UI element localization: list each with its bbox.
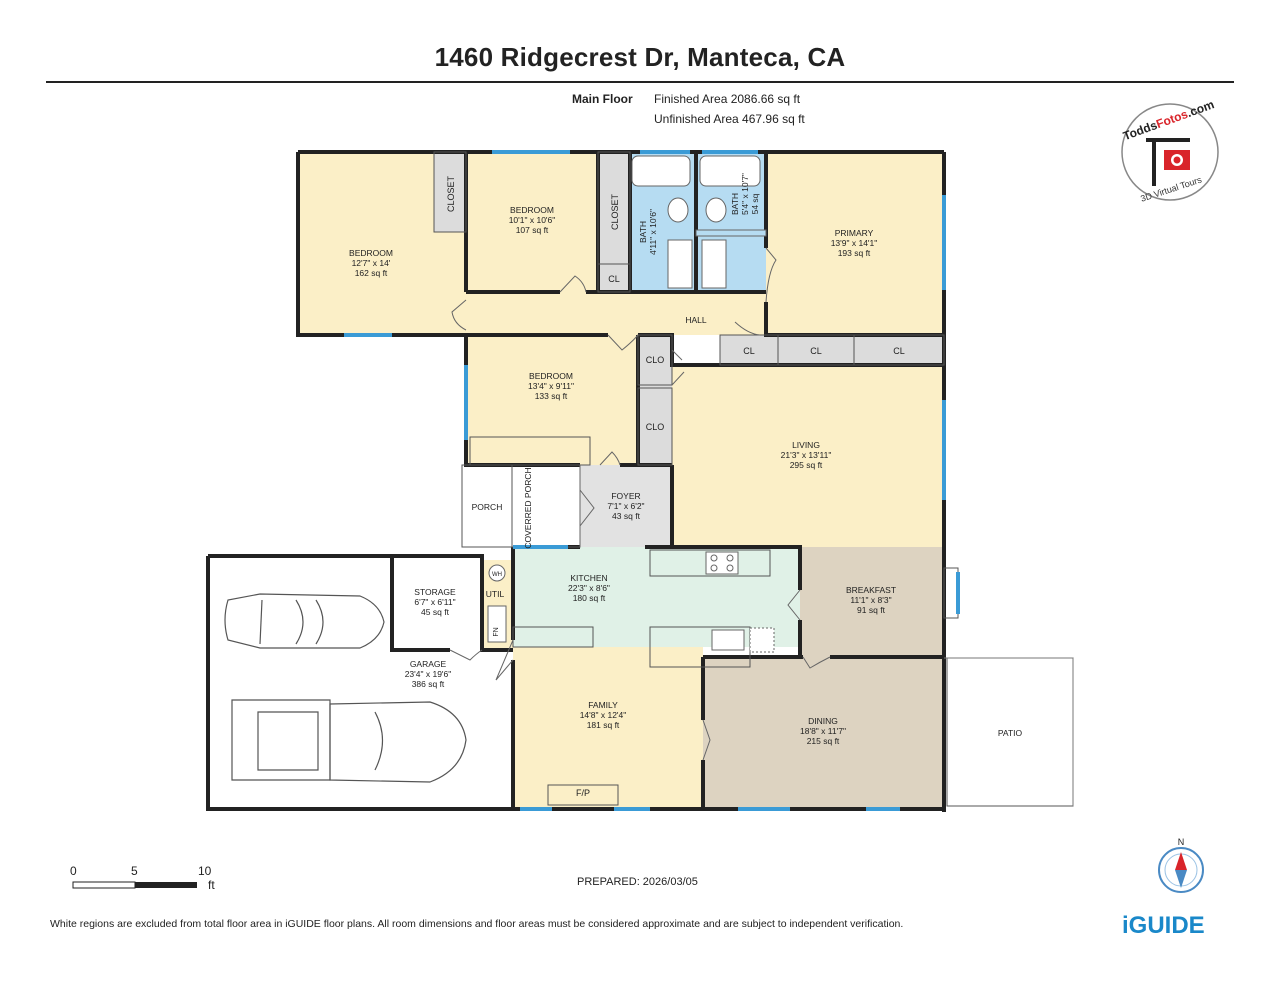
scale-bar bbox=[72, 881, 197, 889]
bedroom2-dims: 10'1" x 10'6" bbox=[509, 215, 556, 225]
living-name: LIVING bbox=[792, 440, 820, 450]
bedroom1-dims: 12'7" x 14' bbox=[352, 258, 391, 268]
clo-label-1: CLO bbox=[646, 355, 665, 365]
closet2-fill bbox=[598, 152, 630, 264]
finished-area: Finished Area 2086.66 sq ft bbox=[654, 92, 801, 106]
foyer-name: FOYER bbox=[611, 491, 640, 501]
clo-fill bbox=[638, 335, 672, 465]
bath2-area: 54 sq bbox=[750, 193, 760, 214]
scale-unit: ft bbox=[208, 878, 215, 892]
kitchen-dims: 22'3" x 8'6" bbox=[568, 583, 610, 593]
foyer-fill bbox=[580, 465, 672, 547]
bath2-dims: 5'4" x 10'7" bbox=[740, 173, 750, 215]
prepared-date: PREPARED: 2026/03/05 bbox=[577, 876, 698, 888]
dining-name: DINING bbox=[808, 716, 838, 726]
primary-fill bbox=[766, 152, 944, 335]
bedroom3-dims: 13'4" x 9'11" bbox=[528, 381, 574, 391]
dining-dims: 18'8" x 11'7" bbox=[800, 726, 846, 736]
room-fills bbox=[298, 152, 944, 809]
iguide-logo: iGUIDE bbox=[1122, 912, 1205, 939]
closet-labels: CLOSET CLOSET CL CL CL CL CLO CLO F/P WH… bbox=[446, 175, 905, 798]
scale-tick-5: 5 bbox=[131, 864, 138, 878]
room-labels: BEDROOM 12'7" x 14' 162 sq ft BEDROOM 10… bbox=[349, 173, 1022, 746]
bath1-name: BATH bbox=[638, 221, 648, 243]
patio-name: PATIO bbox=[998, 728, 1023, 738]
north-label: N bbox=[1178, 837, 1185, 847]
bath2-name: BATH bbox=[730, 193, 740, 215]
hall-name: HALL bbox=[685, 315, 707, 325]
north-compass: N bbox=[1158, 837, 1204, 893]
bedroom3-area: 133 sq ft bbox=[535, 391, 568, 401]
breakfast-dims: 11'1" x 8'3" bbox=[850, 595, 891, 605]
living-fill bbox=[672, 365, 944, 547]
storage-area: 45 sq ft bbox=[421, 607, 450, 617]
brand-badge: ToddsFotos.com 3D Virtual Tours bbox=[1121, 97, 1219, 204]
bedroom2-name: BEDROOM bbox=[510, 205, 554, 215]
bedroom1-area: 162 sq ft bbox=[355, 268, 388, 278]
cl-label-1: CL bbox=[608, 274, 620, 284]
floor-label: Main Floor bbox=[572, 92, 633, 106]
cl-label-2: CL bbox=[743, 346, 755, 356]
storage-dims: 6'7" x 6'11" bbox=[414, 597, 455, 607]
kitchen-fixtures bbox=[705, 551, 775, 653]
bath1-dims: 4'11" x 10'6" bbox=[648, 209, 658, 255]
foyer-area: 43 sq ft bbox=[612, 511, 641, 521]
primary-closets-fill bbox=[720, 335, 944, 365]
scale-tick-10: 10 bbox=[198, 864, 212, 878]
windows bbox=[344, 150, 960, 811]
door-swings bbox=[449, 247, 831, 761]
dining-area: 215 sq ft bbox=[807, 736, 840, 746]
living-area: 295 sq ft bbox=[790, 460, 823, 470]
kitchen-name: KITCHEN bbox=[570, 573, 607, 583]
storage-name: STORAGE bbox=[414, 587, 456, 597]
breakfast-area: 91 sq ft bbox=[857, 605, 886, 615]
bedroom3-fill bbox=[466, 335, 638, 465]
disclaimer: White regions are excluded from total fl… bbox=[50, 918, 904, 930]
unfinished-area: Unfinished Area 467.96 sq ft bbox=[654, 112, 805, 126]
dining-fill bbox=[703, 657, 944, 809]
scale-tick-0: 0 bbox=[70, 864, 77, 878]
utility-fixtures bbox=[487, 564, 507, 643]
primary-area: 193 sq ft bbox=[838, 248, 871, 258]
fireplace-label: F/P bbox=[576, 788, 590, 798]
family-area: 181 sq ft bbox=[587, 720, 620, 730]
cl-label-4: CL bbox=[893, 346, 905, 356]
bath-fixtures bbox=[631, 155, 767, 289]
garage-name: GARAGE bbox=[410, 659, 447, 669]
cl-label-3: CL bbox=[810, 346, 822, 356]
family-name: FAMILY bbox=[588, 700, 618, 710]
page-title: 1460 Ridgecrest Dr, Manteca, CA bbox=[434, 42, 846, 72]
living-dims: 21'3" x 13'11" bbox=[781, 450, 832, 460]
covered-porch-name: COVERRED PORCH bbox=[523, 467, 533, 548]
kitchen-area: 180 sq ft bbox=[573, 593, 606, 603]
water-heater-label: WH bbox=[492, 572, 502, 578]
porch-name: PORCH bbox=[472, 502, 503, 512]
title-divider bbox=[46, 81, 1234, 83]
family-fill bbox=[513, 647, 703, 809]
clo-label-2: CLO bbox=[646, 422, 665, 432]
bedroom3-name: BEDROOM bbox=[529, 371, 573, 381]
breakfast-fill bbox=[800, 547, 944, 657]
patio-outline bbox=[944, 657, 1074, 806]
garage-cars bbox=[224, 593, 467, 783]
bedroom2-area: 107 sq ft bbox=[516, 225, 549, 235]
hall-fill bbox=[466, 292, 766, 335]
util-name: UTIL bbox=[486, 589, 505, 599]
closet1-fill bbox=[434, 152, 466, 232]
primary-dims: 13'9" x 14'1" bbox=[831, 238, 878, 248]
closet-label-2: CLOSET bbox=[610, 193, 620, 230]
primary-name: PRIMARY bbox=[835, 228, 874, 238]
closet-label-1: CLOSET bbox=[446, 175, 456, 212]
bedroom2-fill bbox=[466, 152, 598, 292]
foyer-dims: 7'1" x 6'2" bbox=[607, 501, 644, 511]
furnace-label: FN bbox=[493, 627, 500, 636]
garage-area: 386 sq ft bbox=[412, 679, 445, 689]
breakfast-name: BREAKFAST bbox=[846, 585, 896, 595]
garage-dims: 23'4" x 19'6" bbox=[405, 669, 452, 679]
bedroom1-name: BEDROOM bbox=[349, 248, 393, 258]
cl-small-fill bbox=[598, 264, 630, 292]
family-dims: 14'8" x 12'4" bbox=[580, 710, 627, 720]
